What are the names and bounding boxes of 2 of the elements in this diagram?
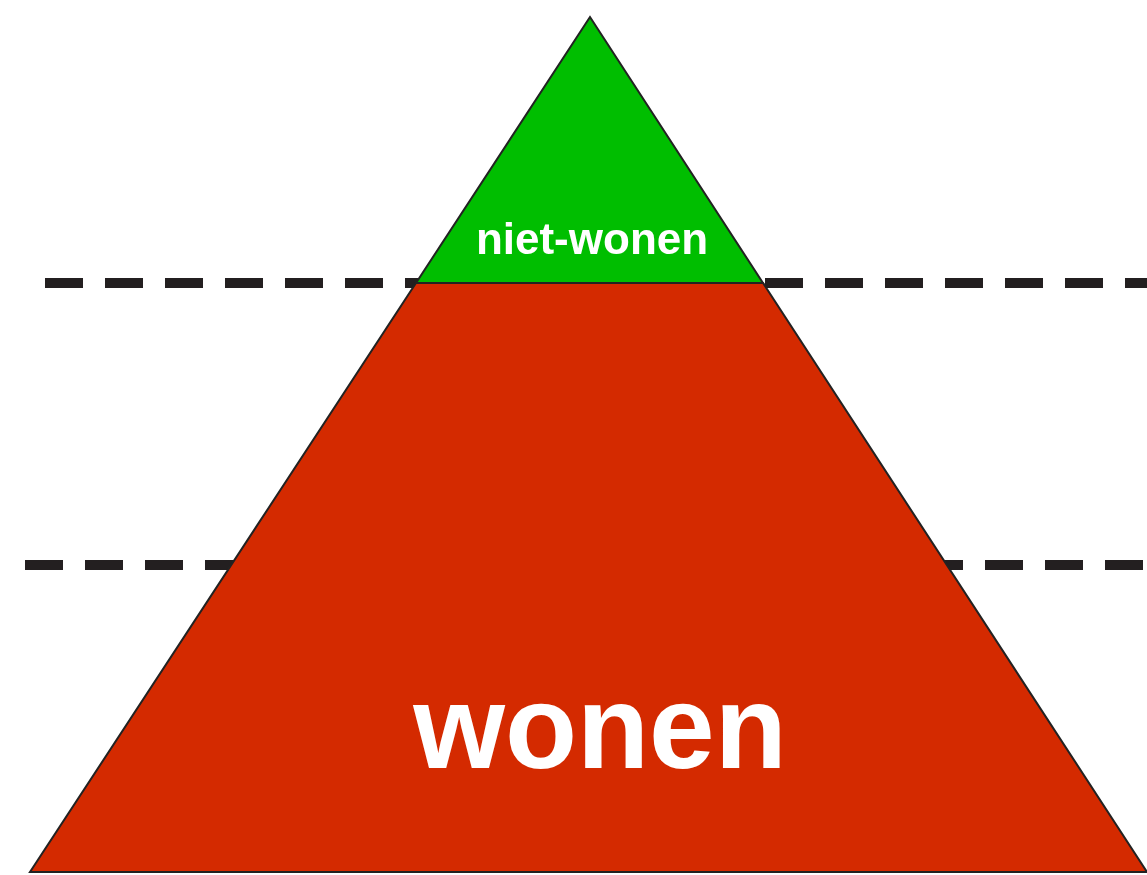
tier-label: niet-wonen (475, 217, 709, 261)
tier-label: wonen (413, 668, 787, 786)
